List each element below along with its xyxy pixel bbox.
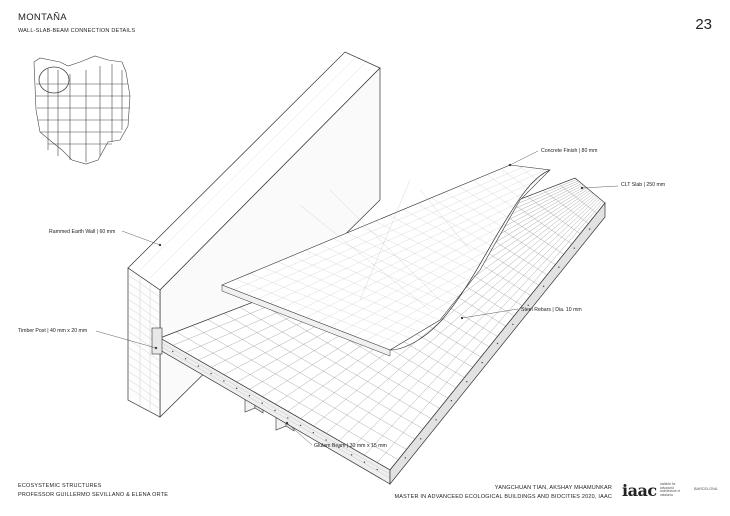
grid-line — [351, 198, 601, 449]
label-rammed-earth-wall: Rammed Earth Wall | 60 mm — [49, 229, 115, 235]
drawing-title: MONTAÑA — [18, 12, 67, 23]
footer-program: MASTER IN ADVANCEED ECOLOGICAL BUILDINGS… — [394, 493, 612, 500]
page-number: 23 — [695, 16, 712, 33]
footer-course: ECOSYSTEMIC STRUCTURES PROFESSOR GUILLER… — [18, 482, 168, 499]
rebar-dot — [197, 365, 200, 367]
grid-line — [377, 201, 604, 463]
leader-lines — [95, 150, 619, 446]
grid-line — [281, 178, 550, 309]
rebar-dot — [338, 446, 340, 449]
rebar-dot — [235, 387, 238, 390]
rebar-dot — [496, 342, 499, 345]
key-plan — [33, 55, 131, 165]
grid-line — [338, 197, 599, 441]
label-steel-rebars: Steel Rebars | Dia. 10 mm — [521, 307, 582, 313]
grid-line — [313, 194, 596, 427]
rebar-dot — [466, 380, 468, 383]
footer-authors: YANGCHUAN TIAN, AKSHAY MHAMUNKAR MASTER … — [395, 484, 612, 501]
label-clt-slab: CLT Slab | 250 mm — [621, 182, 665, 188]
rebar-dot — [435, 419, 437, 421]
rebar-dot — [573, 247, 575, 249]
rebar-dot — [172, 350, 174, 353]
rebar-dot — [210, 372, 212, 375]
rebar-dot — [223, 380, 225, 382]
footer-course-title: ECOSYSTEMIC STRUCTURES — [18, 483, 102, 489]
rebar-dot — [404, 457, 407, 459]
label-glulam-beam: Glulam Beam | 30 mm x 15 mm — [314, 443, 387, 449]
grid-line — [245, 166, 541, 295]
footer-professors: PROFESSOR GUILLERMO SEVILLANO & ELENA OR… — [18, 491, 169, 498]
rebar-dot — [481, 361, 483, 364]
label-timber-post: Timber Post | 40 mm x 20 mm — [18, 328, 87, 334]
iaac-logo: iaac institute for advanced architecture… — [622, 481, 718, 500]
rebar-dot — [274, 409, 276, 412]
label-concrete-finish: Concrete Finish | 80 mm — [541, 148, 597, 154]
rebar-dot — [558, 266, 560, 268]
rebar-dot — [512, 323, 514, 326]
grid-line — [233, 165, 536, 290]
rebar-dot — [542, 285, 545, 287]
rebar-dot — [248, 395, 251, 397]
rebar-ends — [172, 228, 591, 471]
grid-line — [269, 174, 550, 304]
grid-line — [257, 170, 546, 300]
rebar-dot — [312, 431, 315, 434]
timber-post — [151, 327, 163, 355]
rebar-dot — [588, 228, 591, 230]
rebar-dot — [527, 304, 529, 307]
iaac-logo-text: institute for advanced architecture of c… — [660, 482, 681, 497]
iaac-logo-city: BARCELONA — [694, 487, 718, 491]
rebar-dot — [287, 417, 289, 419]
iaac-logo-mark: iaac — [622, 481, 657, 500]
drawing-subtitle: WALL-SLAB-BEAM CONNECTION DETAILS — [18, 28, 136, 34]
grid-line — [325, 195, 597, 434]
rebar-dot — [325, 439, 327, 441]
rebar-dot — [350, 454, 353, 456]
footer-author-names: YANGCHUAN TIAN, AKSHAY MHAMUNKAR — [494, 485, 612, 491]
rebar-dot — [420, 438, 422, 440]
rebar-dot — [299, 424, 302, 426]
rebar-dot — [184, 358, 187, 360]
rebar-dot — [261, 402, 263, 404]
grid-line — [364, 200, 602, 456]
grid-line — [515, 165, 550, 222]
rebar-dot — [450, 400, 453, 402]
rebar-dot — [376, 468, 378, 471]
rebar-dot — [363, 461, 366, 463]
